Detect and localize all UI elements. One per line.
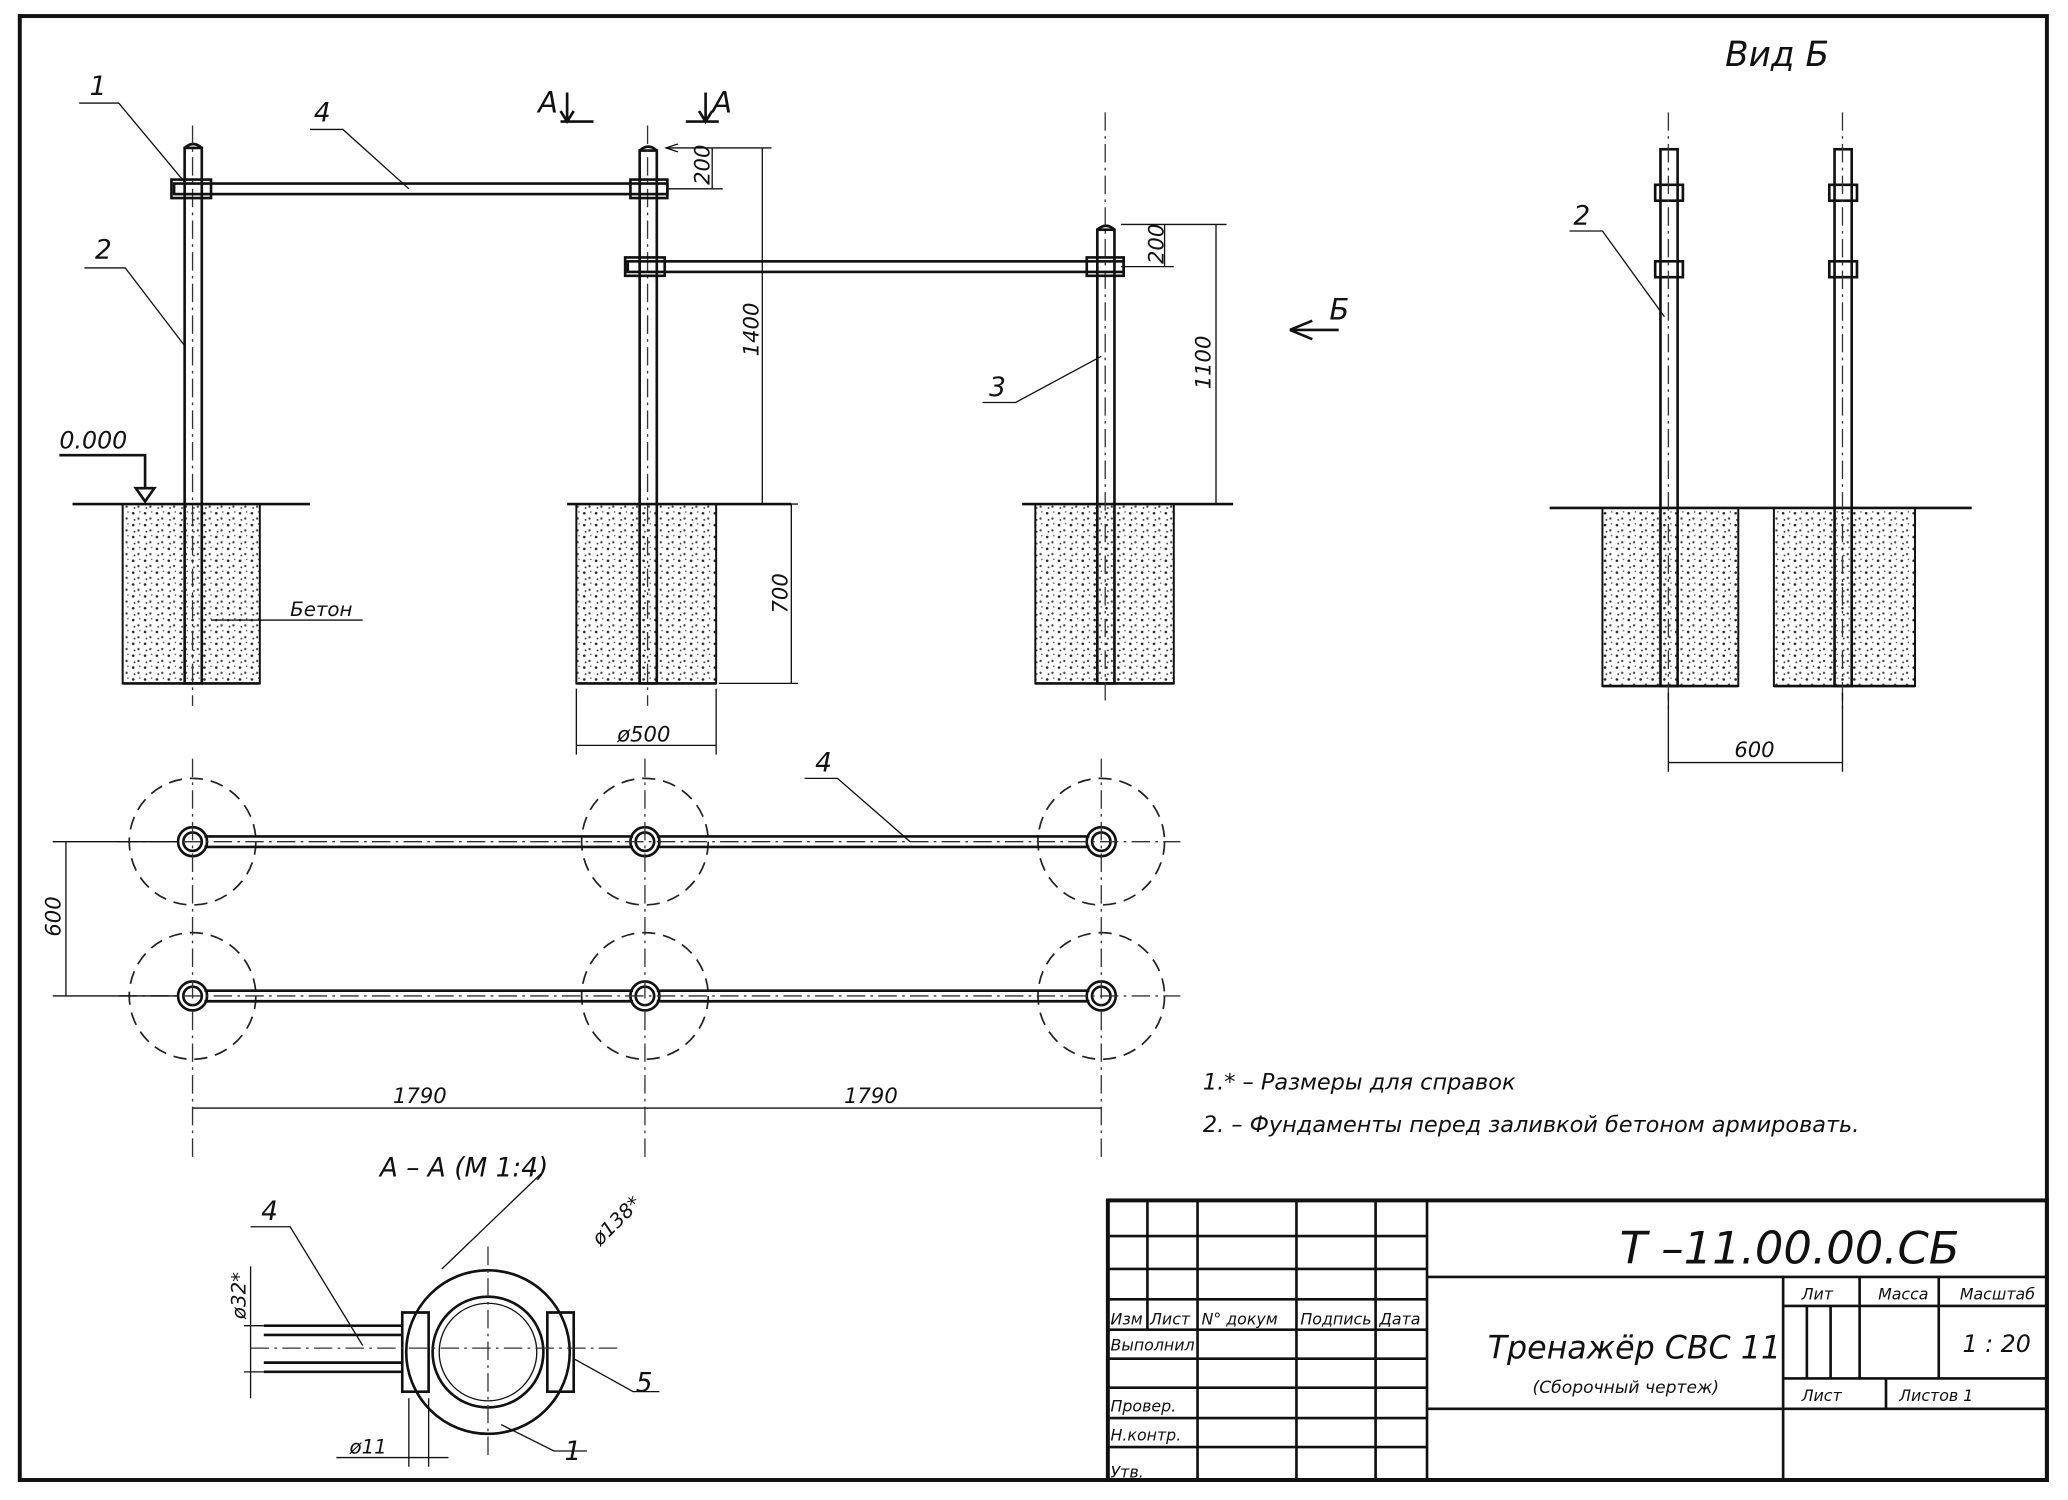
dim-d32: ø32* — [227, 1272, 250, 1320]
callout-2: 2 — [95, 236, 112, 266]
dim-d138: ø138* — [587, 1192, 646, 1251]
view-b-arrow-label: Б — [1329, 292, 1349, 326]
dim-d500: ø500 — [616, 721, 670, 746]
dim-1100: 1100 — [1191, 336, 1216, 390]
drawing-code: Т –11.00.00.СБ — [1620, 1222, 1960, 1275]
drawing-subtitle: (Сборочный чертеж) — [1533, 1378, 1720, 1398]
callout-4-plan: 4 — [815, 749, 832, 779]
scale-value: 1 : 20 — [1962, 1330, 2030, 1358]
callout-1: 1 — [90, 72, 107, 102]
section-title: А – А (М 1:4) — [378, 1154, 549, 1184]
sheet-label: Лист — [1801, 1386, 1843, 1405]
dim-1790-left: 1790 — [393, 1083, 447, 1108]
view-b-arrow-icon — [1289, 319, 1339, 341]
header-sign: Подпись — [1300, 1309, 1371, 1328]
dim-1400: 1400 — [738, 303, 763, 357]
callout-1-section: 1 — [564, 1437, 581, 1467]
header-doc: N° докум — [1201, 1309, 1277, 1328]
role-done: Выполнил — [1110, 1336, 1194, 1355]
concrete-label: Бетон — [290, 598, 352, 621]
header-list: Лист — [1149, 1309, 1191, 1328]
lit-label: Лит — [1801, 1284, 1834, 1303]
callout-3: 3 — [989, 373, 1006, 403]
role-utv: Утв. — [1110, 1462, 1143, 1481]
dim-1790-right: 1790 — [844, 1083, 898, 1108]
dimension-lines — [575, 148, 1227, 755]
role-nkontr: Н.контр. — [1110, 1425, 1181, 1444]
callout-4-section: 4 — [261, 1197, 278, 1227]
section-mark-right: А — [710, 85, 732, 119]
note-2: 2. – Фундаменты перед заливкой бетоном а… — [1203, 1112, 1860, 1138]
level-label: 0.000 — [59, 427, 127, 455]
level-mark — [59, 453, 157, 504]
role-check: Провер. — [1110, 1396, 1176, 1415]
dim-600-side: 600 — [1734, 737, 1774, 762]
callout-5: 5 — [636, 1369, 653, 1399]
section-mark-left: А — [536, 85, 558, 119]
header-date: Дата — [1379, 1309, 1421, 1328]
dim-d11: ø11 — [349, 1436, 387, 1459]
view-b: Вид Б 600 2 — [1549, 35, 1972, 772]
dim-600-plan: 600 — [41, 896, 66, 936]
front-view: 0.000 Бетон 1 4 2 3 А А Б 200 200 1400 1… — [59, 72, 1349, 755]
sheets-label: Листов 1 — [1898, 1386, 1973, 1405]
title-block: Изм Лист N° докум Подпись Дата Выполнил … — [1105, 1198, 2049, 1482]
drawing-border — [17, 14, 2049, 1482]
drawing-name: Тренажёр СВС 11 — [1488, 1331, 1781, 1367]
mass-label: Масса — [1878, 1284, 1928, 1303]
scale-label: Масштаб — [1960, 1284, 2035, 1303]
callout-4: 4 — [314, 99, 331, 129]
note-1: 1.* – Размеры для справок — [1203, 1070, 1516, 1096]
callout-2-view-b: 2 — [1573, 201, 1590, 231]
header-izm: Изм — [1110, 1309, 1142, 1328]
plan-view: 4 600 1790 1790 — [41, 749, 1181, 1161]
dim-200-upper: 200 — [690, 145, 715, 185]
section-a-a: А – А (М 1:4) 4 5 1 ø32* ø138* ø11 — [227, 1154, 660, 1467]
dim-200-lower: 200 — [1143, 224, 1168, 264]
view-b-title: Вид Б — [1725, 35, 1829, 75]
dim-700: 700 — [767, 573, 792, 613]
